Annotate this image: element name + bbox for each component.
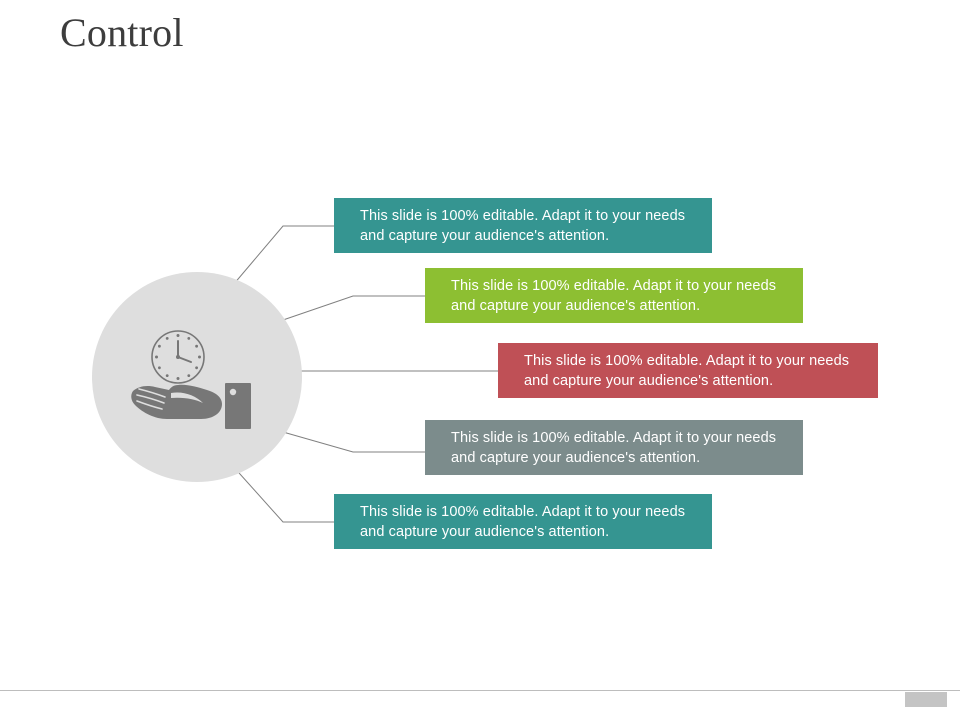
info-box-5-text: This slide is 100% editable. Adapt it to… xyxy=(360,503,686,540)
info-box-3-text: This slide is 100% editable. Adapt it to… xyxy=(524,352,850,389)
info-box-1[interactable]: This slide is 100% editable. Adapt it to… xyxy=(334,198,712,253)
info-box-4[interactable]: This slide is 100% editable. Adapt it to… xyxy=(425,420,803,475)
connector-line-4 xyxy=(282,431,425,453)
footer-divider xyxy=(0,690,960,691)
info-box-3[interactable]: This slide is 100% editable. Adapt it to… xyxy=(498,343,878,398)
page-title: Control xyxy=(60,10,184,55)
hub-circle xyxy=(92,272,302,482)
info-box-1-text: This slide is 100% editable. Adapt it to… xyxy=(360,207,686,244)
footer-chip xyxy=(905,692,947,707)
info-box-2-text: This slide is 100% editable. Adapt it to… xyxy=(451,277,777,314)
hand-holding-clock-icon xyxy=(131,330,251,429)
info-box-5[interactable]: This slide is 100% editable. Adapt it to… xyxy=(334,494,712,549)
info-box-2[interactable]: This slide is 100% editable. Adapt it to… xyxy=(425,268,803,323)
info-box-4-text: This slide is 100% editable. Adapt it to… xyxy=(451,429,777,466)
radial-diagram: This slide is 100% editable. Adapt it to… xyxy=(92,198,878,549)
connector-line-2 xyxy=(282,295,425,321)
